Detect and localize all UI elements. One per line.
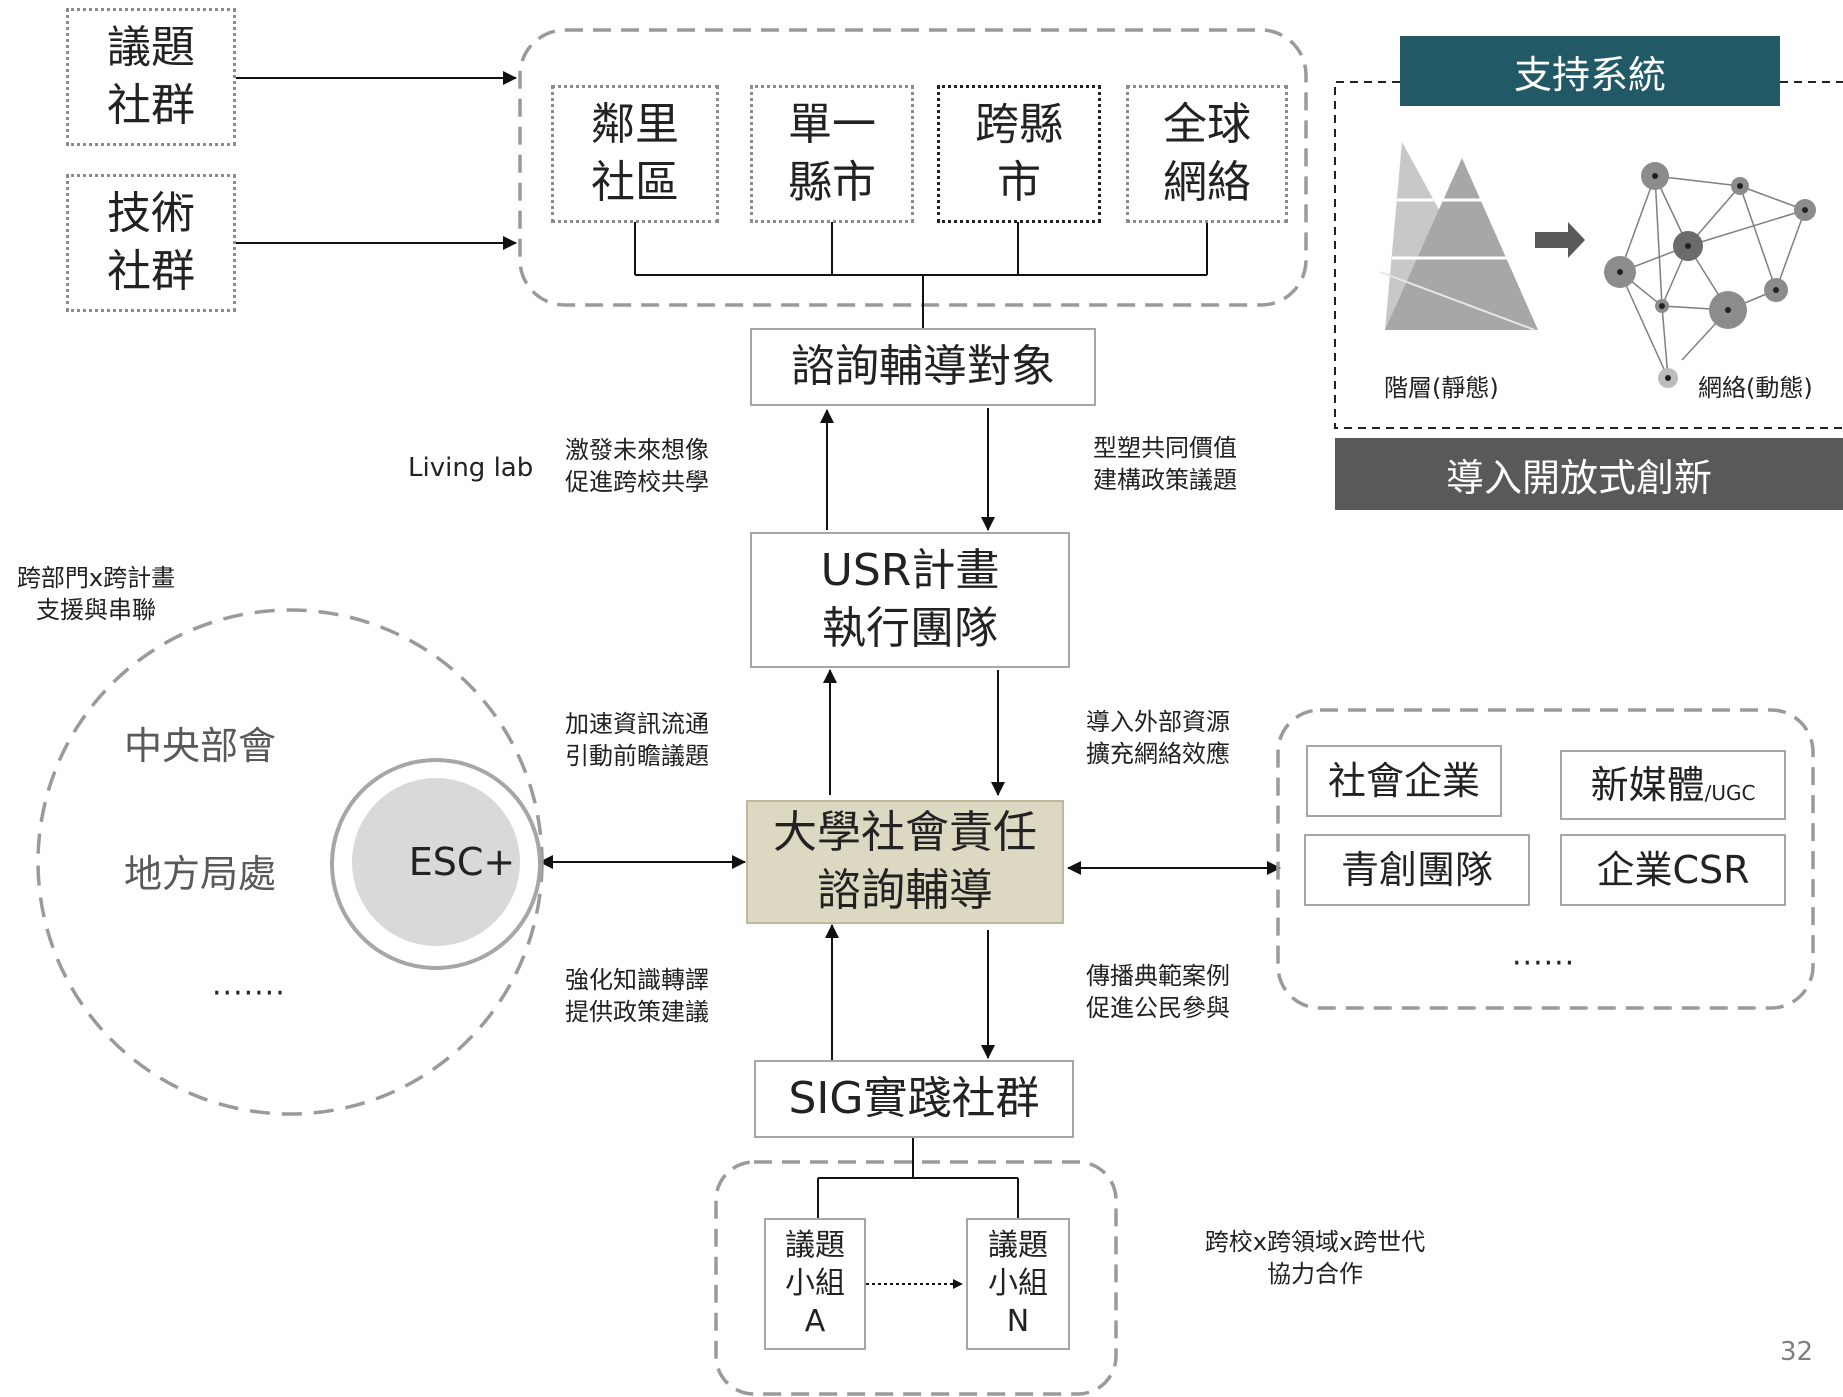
scope-cross-county-box: 跨縣 市 xyxy=(937,85,1101,223)
issue-group-a-label: 議題 小組 A xyxy=(785,1228,845,1339)
youth-team-box: 青創團隊 xyxy=(1304,834,1530,906)
usr-team-node: USR計畫 執行團隊 xyxy=(750,532,1070,668)
open-innovation-banner: 導入開放式創新 xyxy=(1335,438,1843,510)
social-enterprise-label: 社會企業 xyxy=(1327,759,1480,803)
social-enterprise-box: 社會企業 xyxy=(1306,745,1502,817)
support-frame xyxy=(1334,81,1843,429)
issue-community-label: 議題 社群 xyxy=(107,22,195,131)
import-resources-label: 導入外部資源 擴充網絡效應 xyxy=(1086,708,1230,768)
living-lab-label: Living lab xyxy=(408,453,534,483)
new-media-label: 新媒體 xyxy=(1590,763,1705,807)
open-innovation-label: 導入開放式創新 xyxy=(1445,455,1712,500)
spread-label: 傳播典範案例 促進公民參與 xyxy=(1086,962,1230,1022)
page-number: 32 xyxy=(1780,1337,1814,1367)
esc-circle: ESC+ xyxy=(352,778,520,946)
esc-label: ESC+ xyxy=(408,840,516,884)
network-graph-icon xyxy=(1619,175,1806,379)
government-caption: 跨部門x跨計畫 支援與串聯 xyxy=(16,564,176,624)
partners-frame xyxy=(1276,708,1815,1010)
hierarchy-label: 階層(靜態) xyxy=(1384,374,1499,402)
accelerate-label: 加速資訊流通 引動前瞻議題 xyxy=(565,710,709,770)
new-media-sub-label: /UGC xyxy=(1704,781,1756,805)
csr-label: 企業CSR xyxy=(1596,848,1750,892)
scope-neighborhood-label: 鄰里 社區 xyxy=(591,99,679,208)
usr-consult-label: 大學社會責任 諮詢輔導 xyxy=(773,807,1037,916)
scope-group-frame xyxy=(518,28,1308,307)
partners-more-label: ······ xyxy=(1512,946,1576,981)
scope-global-box: 全球 網絡 xyxy=(1126,85,1288,223)
scope-neighborhood-box: 鄰里 社區 xyxy=(551,85,719,223)
csr-box: 企業CSR xyxy=(1560,834,1786,906)
sig-node: SIG實踐社群 xyxy=(754,1060,1074,1138)
hierarchy-pyramid-icon xyxy=(1379,142,1538,331)
central-ministries-label: 中央部會 xyxy=(124,724,277,768)
usr-team-label: USR計畫 執行團隊 xyxy=(820,545,1000,654)
scope-single-county-label: 單一 縣市 xyxy=(788,99,876,208)
consult-target-label: 諮詢輔導對象 xyxy=(791,341,1055,392)
tech-community-label: 技術 社群 xyxy=(107,188,195,297)
groups-frame xyxy=(714,1160,1118,1396)
issue-group-n-box: 議題 小組 N xyxy=(966,1218,1070,1350)
usr-consult-node: 大學社會責任 諮詢輔導 xyxy=(746,800,1064,924)
youth-team-label: 青創團隊 xyxy=(1340,848,1493,892)
scope-cross-county-label: 跨縣 市 xyxy=(975,99,1063,208)
support-title-label: 支持系統 xyxy=(1513,52,1666,97)
groups-caption: 跨校x跨領域x跨世代 協力合作 xyxy=(1204,1228,1426,1288)
sig-label: SIG實踐社群 xyxy=(788,1073,1040,1124)
network-nodes-icon xyxy=(1604,162,1816,388)
strengthen-label: 強化知識轉譯 提供政策建議 xyxy=(565,966,709,1026)
scope-single-county-box: 單一 縣市 xyxy=(750,85,914,223)
tech-community-box: 技術 社群 xyxy=(66,174,236,312)
support-title-banner: 支持系統 xyxy=(1400,36,1780,106)
consult-target-node: 諮詢輔導對象 xyxy=(750,328,1096,406)
local-bureaus-label: 地方局處 xyxy=(124,852,277,896)
issue-group-n-label: 議題 小組 N xyxy=(988,1228,1048,1339)
inspire-label: 激發未來想像 促進跨校共學 xyxy=(565,436,709,496)
network-label: 網絡(動態) xyxy=(1698,374,1813,402)
shape-values-label: 型塑共同價值 建構政策議題 xyxy=(1093,434,1237,494)
new-media-box: 新媒體/UGC xyxy=(1560,750,1786,820)
government-circle-frame xyxy=(36,608,544,1116)
issue-group-a-box: 議題 小組 A xyxy=(764,1218,866,1350)
government-more-label: ······· xyxy=(212,976,286,1011)
issue-community-box: 議題 社群 xyxy=(66,8,236,146)
scope-global-label: 全球 網絡 xyxy=(1163,99,1251,208)
transform-arrow-icon xyxy=(1535,222,1585,258)
